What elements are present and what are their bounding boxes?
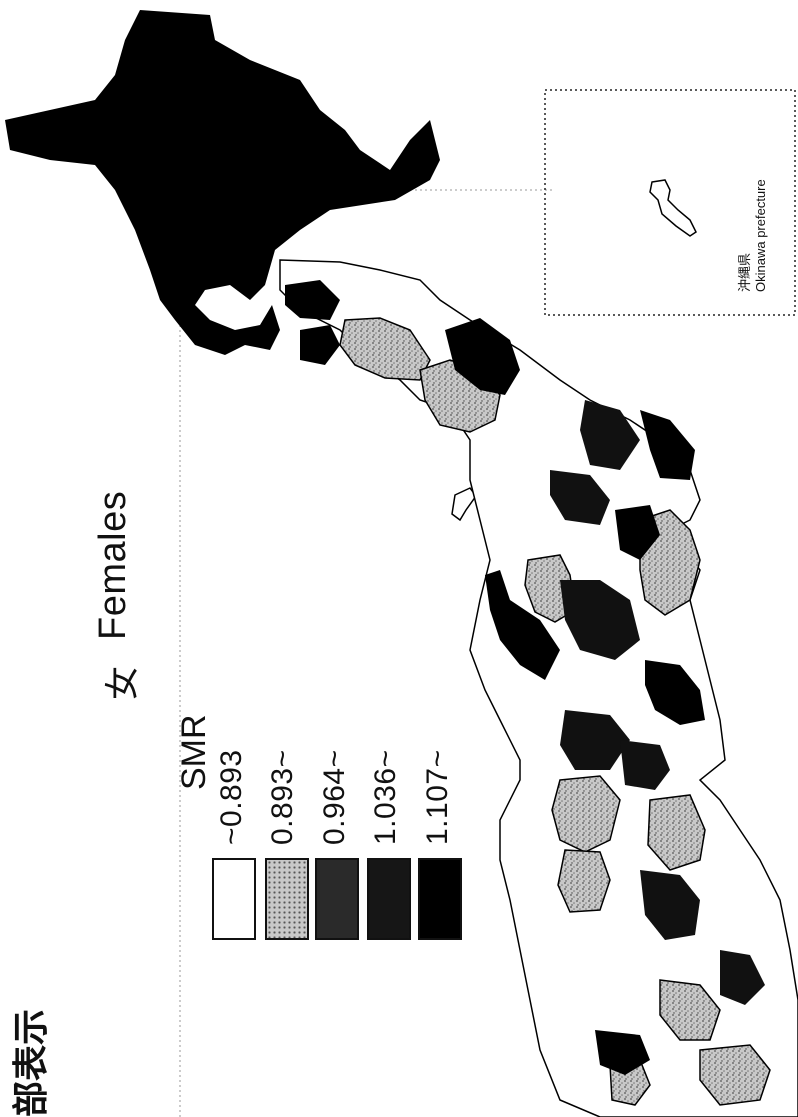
region-dark-1 [285, 280, 340, 320]
region-dark-8 [485, 570, 560, 680]
region-dark-12 [620, 740, 670, 790]
page-heading-partial: 部表示 [10, 1008, 51, 1117]
legend-label-4: 1.036~ [369, 749, 402, 845]
region-gray-8 [659, 979, 721, 1041]
region-gray-6 [557, 849, 611, 913]
okinawa-label-en: Okinawa prefecture [753, 179, 768, 292]
legend-label-2: 0.893~ [266, 749, 299, 845]
region-dark-2 [300, 325, 340, 365]
legend-swatch-4 [367, 858, 411, 940]
legend-swatch-5 [418, 858, 462, 940]
region-hokkaido [5, 10, 440, 355]
legend-label-5: 1.107~ [421, 749, 454, 845]
island-sado [451, 487, 477, 522]
region-dark-6 [550, 470, 610, 525]
region-gray-7 [647, 794, 706, 871]
legend-label-3: 0.964~ [318, 749, 351, 845]
females-kanji-label: 女 [104, 666, 142, 700]
legend-label-1: ~0.893 [215, 749, 248, 845]
region-dark-15 [720, 950, 765, 1005]
region-gray-5 [551, 775, 621, 853]
region-dark-13 [640, 870, 700, 940]
region-dark-9 [560, 580, 640, 660]
region-dark-7 [615, 505, 660, 560]
region-dark-14 [595, 1030, 650, 1075]
region-gray-1 [339, 317, 431, 381]
legend-swatch-1 [212, 858, 256, 940]
region-dark-3 [445, 318, 520, 395]
legend-title: SMR [175, 714, 213, 790]
region-dark-11 [560, 710, 630, 770]
region-dark-10 [645, 660, 705, 725]
okinawa-islands [649, 179, 697, 237]
legend-swatch-3 [315, 858, 359, 940]
region-dark-4 [580, 400, 640, 470]
region-gray-9 [699, 1044, 771, 1106]
okinawa-label-ja: 沖縄県 [737, 252, 752, 292]
region-dark-5 [640, 410, 695, 480]
okinawa-inset-frame [544, 89, 796, 316]
legend-swatch-2 [265, 858, 309, 940]
females-title: Females [92, 490, 134, 640]
